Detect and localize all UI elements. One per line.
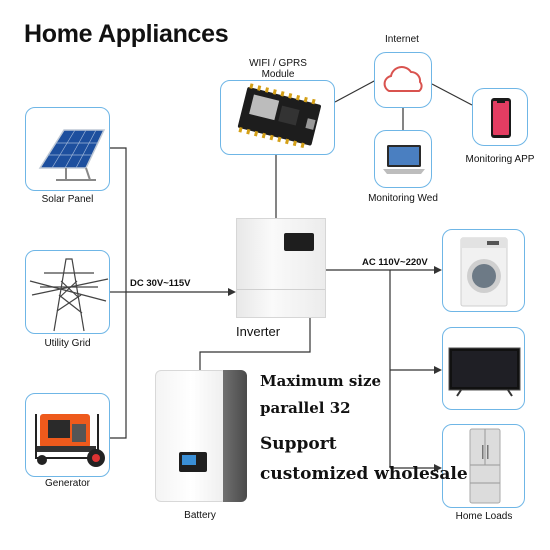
- wifi-module-box: [220, 80, 335, 155]
- utility-grid-label: Utility Grid: [44, 338, 91, 349]
- wifi-module-icon: [237, 83, 321, 149]
- refrigerator-icon: [469, 428, 501, 504]
- feature-max-size: Maximum size: [260, 372, 382, 390]
- generator-icon: [35, 414, 105, 467]
- battery-unit: [155, 370, 247, 502]
- battery-label: Battery: [184, 510, 216, 521]
- internet-label: Internet: [385, 34, 419, 45]
- feature-wholesale: customized wholesale: [260, 464, 468, 484]
- feature-support: Support: [260, 434, 337, 454]
- washing-machine-icon: [460, 237, 508, 307]
- solar-panel-icon: [38, 129, 106, 181]
- wifi-module-label: WIFI / GPRS Module: [249, 58, 307, 80]
- page-title: Home Appliances: [24, 20, 229, 48]
- battery-display: [179, 452, 207, 472]
- monitoring-web-box: [374, 130, 432, 188]
- dc-voltage-label: DC 30V~115V: [130, 278, 191, 289]
- monitoring-web-label: Monitoring Wed: [368, 193, 438, 204]
- monitoring-app-box: [472, 88, 528, 146]
- feature-parallel: parallel 32: [260, 399, 351, 417]
- inverter-display: [284, 233, 314, 251]
- generator-box: [25, 393, 110, 477]
- generator-label: Generator: [44, 478, 91, 489]
- laptop-icon: [383, 145, 425, 174]
- television-icon: [448, 347, 521, 397]
- utility-grid-box: [25, 250, 110, 334]
- cloud-icon: [383, 66, 423, 92]
- transmission-tower-icon: [29, 258, 109, 332]
- inverter-label: Inverter: [236, 324, 281, 339]
- solar-panel-box: [25, 107, 110, 191]
- solar-panel-label: Solar Panel: [41, 194, 94, 205]
- ac-voltage-label: AC 110V~220V: [362, 257, 428, 268]
- inverter-unit: [236, 218, 326, 318]
- smartphone-icon: [491, 98, 511, 138]
- internet-box: [374, 52, 432, 108]
- fridge-box: [442, 424, 525, 508]
- monitoring-app-label: Monitoring APP: [465, 154, 535, 165]
- home-loads-label: Home Loads: [455, 511, 513, 522]
- tv-box: [442, 327, 525, 410]
- washing-machine-box: [442, 229, 525, 312]
